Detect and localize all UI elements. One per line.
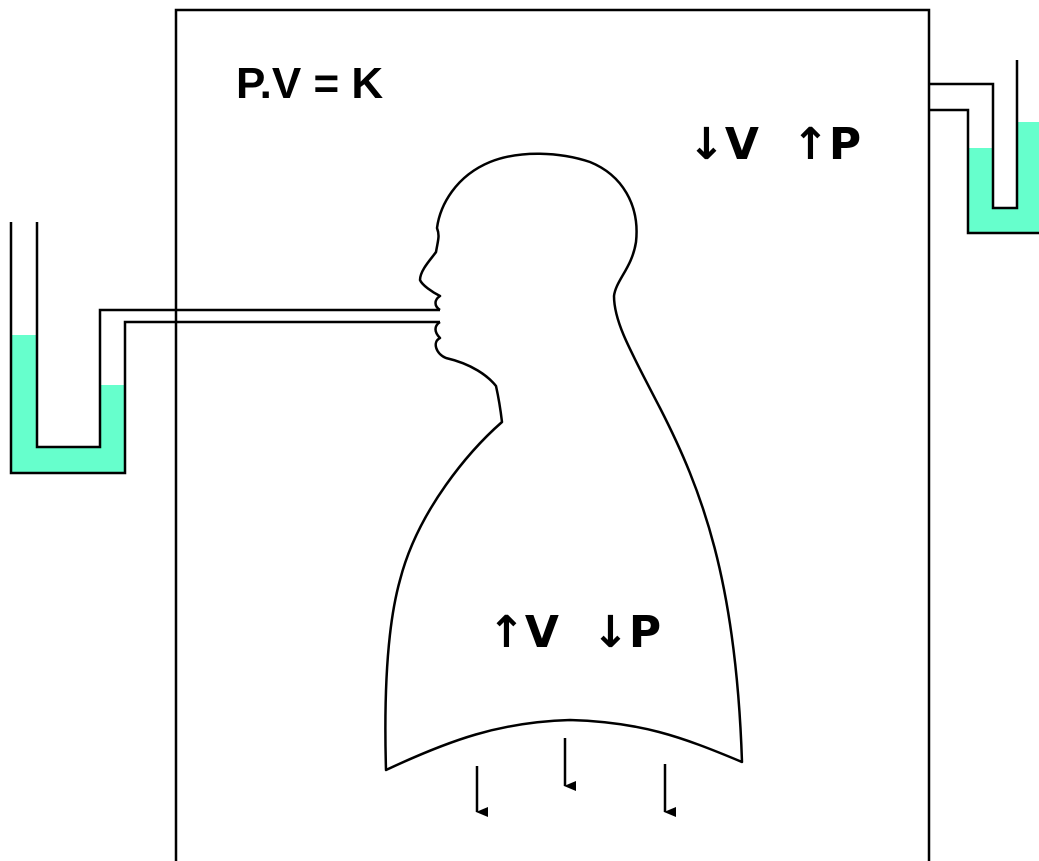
left-manometer-outer bbox=[9, 222, 176, 475]
chamber-box bbox=[174, 8, 931, 861]
lung-volume-label: ↑V bbox=[488, 607, 559, 658]
human-silhouette bbox=[384, 152, 744, 772]
left-manometer bbox=[9, 222, 176, 475]
right-manometer bbox=[929, 60, 1039, 235]
right-manometer-outer bbox=[929, 108, 1039, 235]
chamber-pressure-label: ↑P bbox=[792, 119, 861, 170]
right-manometer-fluid bbox=[968, 122, 1039, 233]
left-manometer-inner bbox=[35, 222, 176, 449]
left-manometer-fluid bbox=[11, 335, 125, 473]
lung-pressure-label: ↓P bbox=[592, 607, 661, 658]
right-manometer-inner bbox=[929, 60, 1019, 210]
chamber-volume-label: ↓V bbox=[688, 119, 759, 170]
formula-label: P.V = K bbox=[236, 59, 383, 108]
